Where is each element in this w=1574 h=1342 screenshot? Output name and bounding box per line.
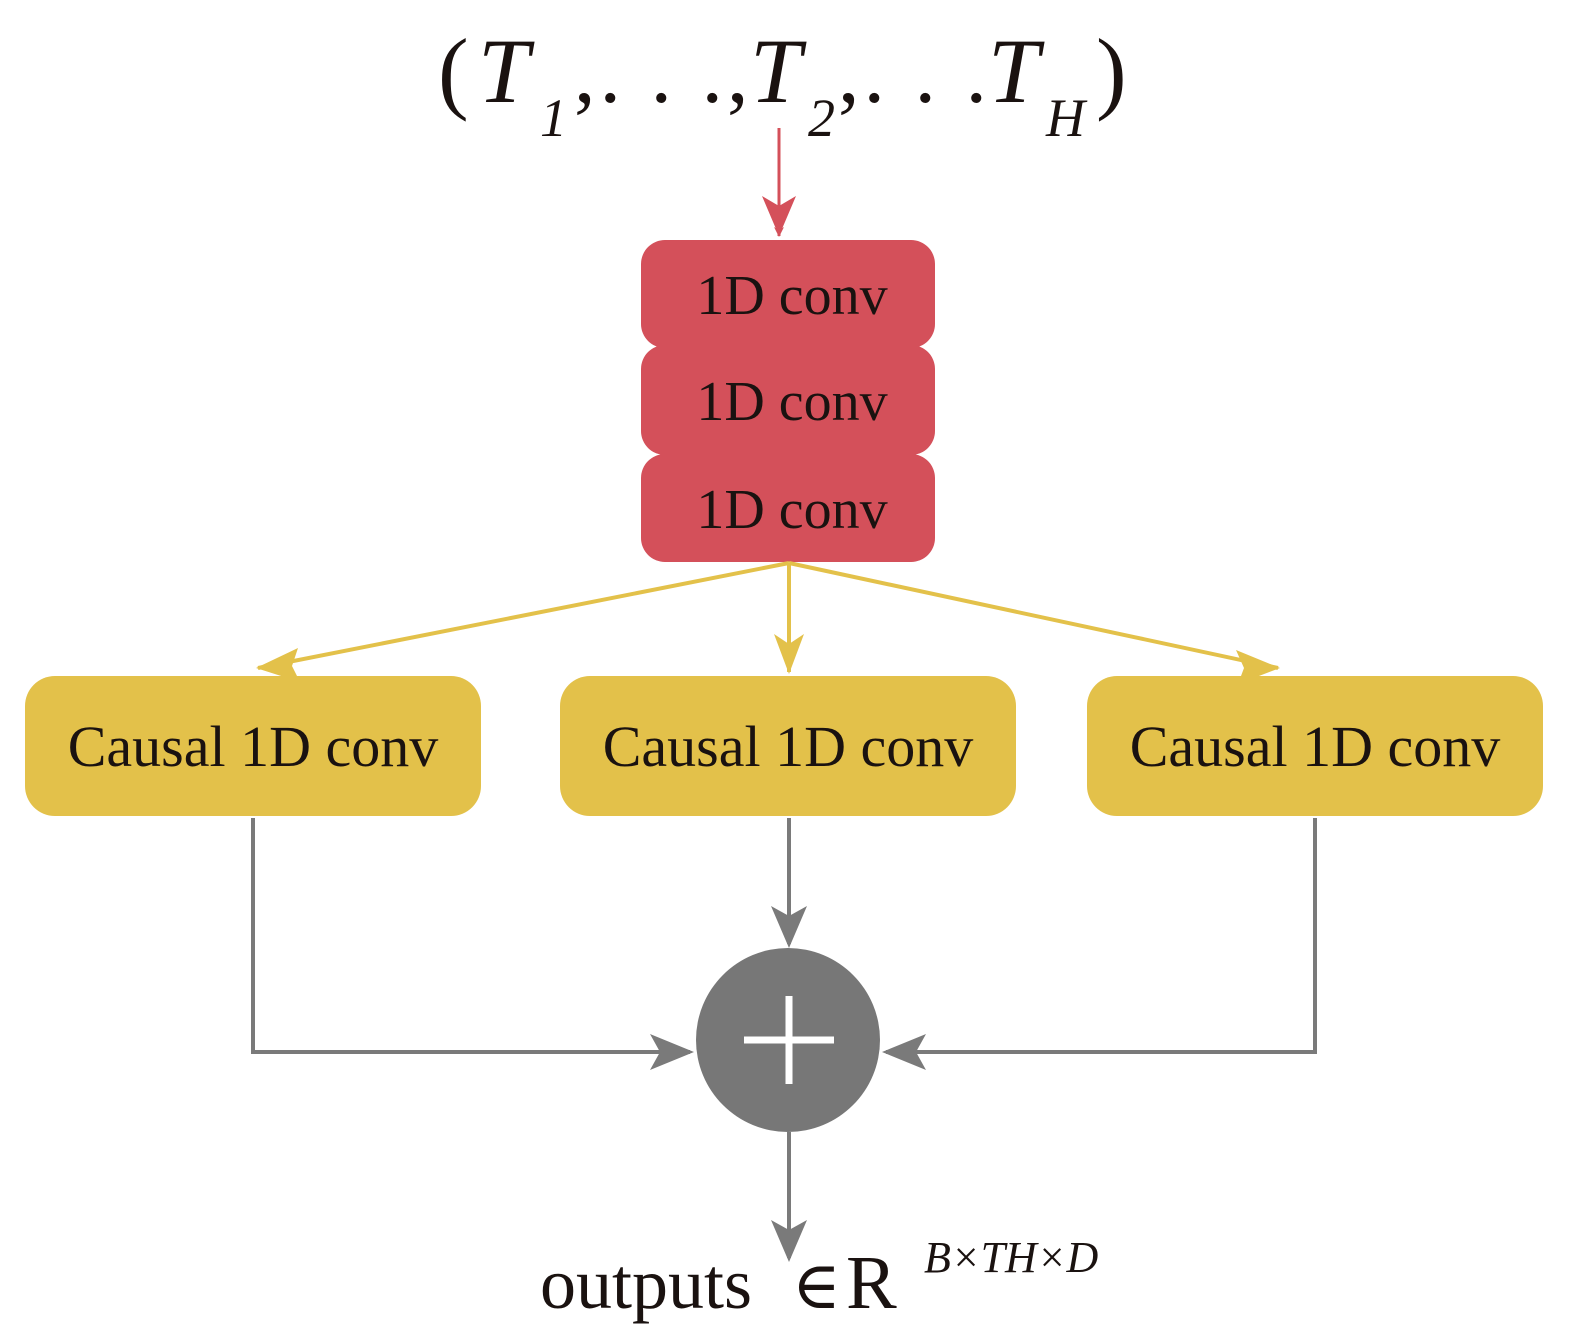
real-space-symbol: R xyxy=(846,1241,897,1325)
t2-subscript: 2 xyxy=(808,88,835,148)
merge-arrowhead-right xyxy=(882,1034,926,1070)
causal-block-right xyxy=(1087,676,1543,816)
t1-subscript: 1 xyxy=(540,88,567,148)
conv-block-3 xyxy=(641,454,935,562)
t2-symbol: T xyxy=(750,20,807,122)
output-label: outputs ∈ R B×TH×D xyxy=(540,1233,1099,1325)
input-sequence-label: ( T 1 ,. . ., T 2 ,. . . T H ) xyxy=(438,20,1127,148)
causal-block-center xyxy=(560,676,1016,816)
t1-symbol: T xyxy=(478,20,535,122)
causal-block-left xyxy=(25,676,481,816)
conv-block-1 xyxy=(641,240,935,348)
merge-line-right xyxy=(886,818,1317,1054)
th-subscript: H xyxy=(1045,88,1088,148)
conv-block-2 xyxy=(641,345,935,455)
conv-label-3: 1D conv xyxy=(696,479,887,541)
merge-arrowhead-left xyxy=(650,1034,694,1070)
input-arrowhead xyxy=(762,196,796,236)
fanout-arrows xyxy=(256,561,1280,684)
fanout-arrowhead-center xyxy=(774,634,804,674)
sum-node xyxy=(696,948,880,1132)
merge-arrowhead-center xyxy=(771,906,807,948)
separator-1: ,. . ., xyxy=(574,25,753,121)
output-word: outputs xyxy=(540,1244,752,1324)
merge-line-left xyxy=(251,818,690,1054)
causal-branches: Causal 1D conv Causal 1D conv Causal 1D … xyxy=(25,676,1543,816)
open-paren: ( xyxy=(438,20,469,122)
output-exponent: B×TH×D xyxy=(924,1233,1099,1282)
causal-label-center: Causal 1D conv xyxy=(603,714,974,779)
fanout-arrow-right xyxy=(788,561,1279,670)
element-of-symbol: ∈ xyxy=(792,1250,841,1323)
causal-label-left: Causal 1D conv xyxy=(68,714,439,779)
output-arrowhead xyxy=(771,1220,807,1262)
fanout-arrow-left xyxy=(257,561,790,670)
causal-label-right: Causal 1D conv xyxy=(1130,714,1501,779)
fanout-arrowhead-left xyxy=(256,648,300,682)
th-symbol: T xyxy=(988,20,1045,122)
conv-stack: 1D conv 1D conv 1D conv xyxy=(641,240,935,562)
conv-label-2: 1D conv xyxy=(696,371,887,433)
separator-2: ,. . . xyxy=(838,25,991,121)
fanout-arrowhead-right xyxy=(1236,650,1280,684)
close-paren: ) xyxy=(1096,20,1127,122)
merge-connectors xyxy=(251,818,1317,1070)
conv-label-1: 1D conv xyxy=(696,265,887,327)
